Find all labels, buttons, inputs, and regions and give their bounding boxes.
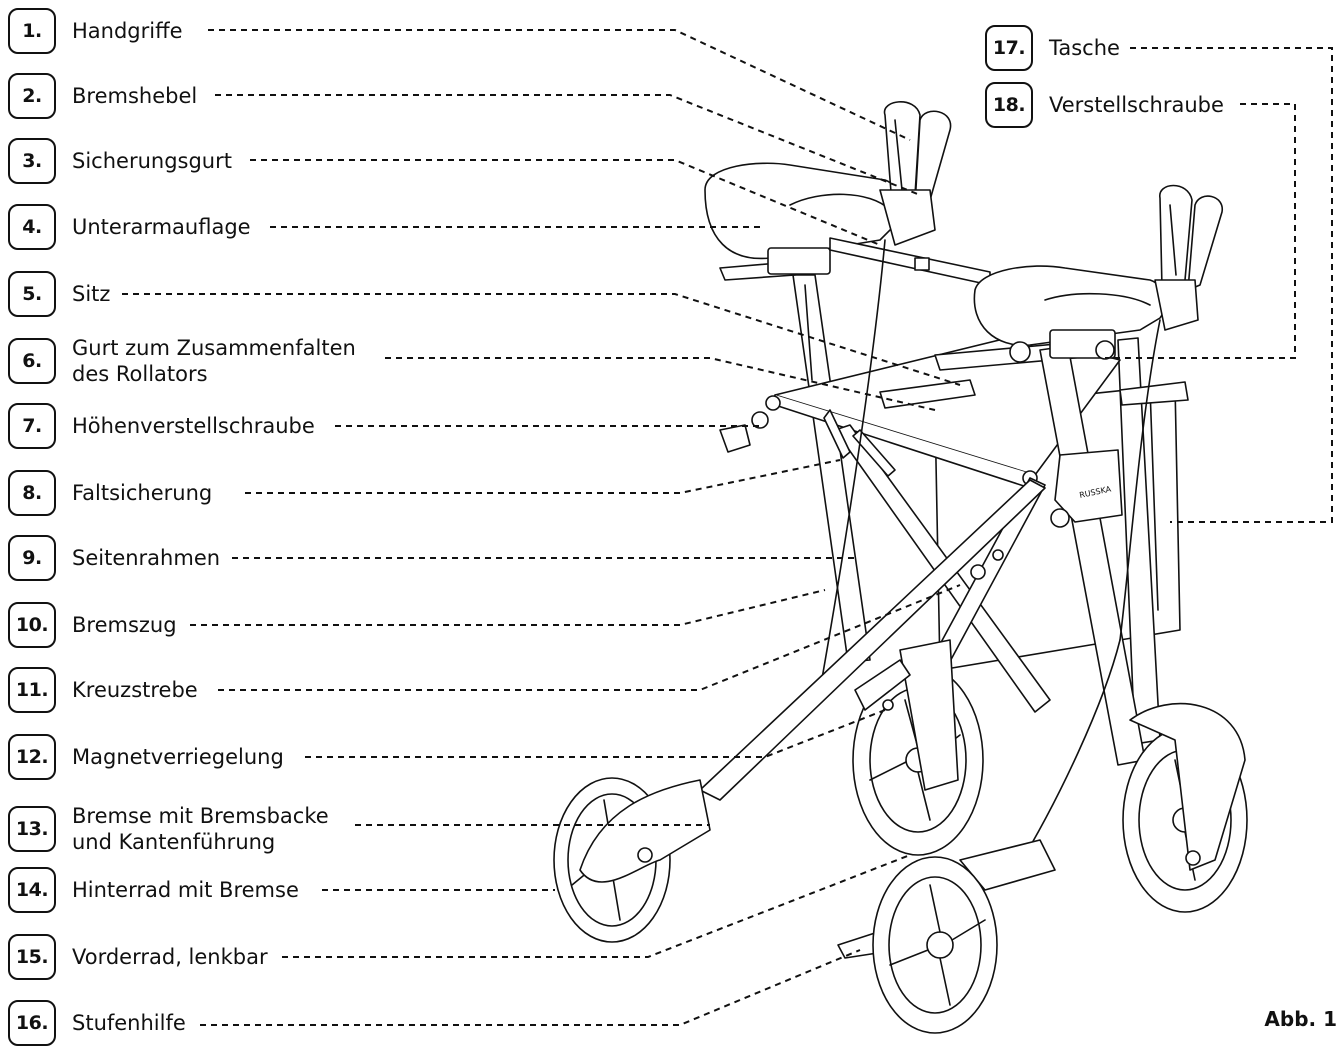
callout-line-6 xyxy=(385,357,936,411)
label-magnetverriegelung: 12. Magnetverriegelung xyxy=(8,734,284,780)
label-stufenhilfe: 16. Stufenhilfe xyxy=(8,1000,186,1046)
label-text: Sicherungsgurt xyxy=(72,149,232,173)
label-number: 15. xyxy=(8,934,56,980)
armrest-right xyxy=(973,265,1166,363)
callout-line-8 xyxy=(245,459,841,494)
label-text: Stufenhilfe xyxy=(72,1011,186,1035)
label-number: 14. xyxy=(8,867,56,913)
label-handgriffe: 1. Handgriffe xyxy=(8,8,183,54)
label-number: 18. xyxy=(985,82,1033,128)
label-number: 5. xyxy=(8,271,56,317)
label-faltsicherung: 8. Faltsicherung xyxy=(8,470,212,516)
label-kreuzstrebe: 11. Kreuzstrebe xyxy=(8,667,198,713)
label-number: 17. xyxy=(985,25,1033,71)
label-number: 4. xyxy=(8,204,56,250)
label-text: Verstellschraube xyxy=(1049,93,1224,117)
label-sitz: 5. Sitz xyxy=(8,271,110,317)
label-text: Hinterrad mit Bremse xyxy=(72,878,299,902)
handgrip-left xyxy=(879,101,952,246)
label-bremshebel: 2. Bremshebel xyxy=(8,73,197,119)
label-text: Vorderrad, lenkbar xyxy=(72,945,268,969)
label-tasche: 17. Tasche xyxy=(985,25,1120,71)
label-number: 13. xyxy=(8,806,56,852)
side-frame-right: RUSSKA xyxy=(1039,345,1146,766)
label-number: 11. xyxy=(8,667,56,713)
callout-line-1 xyxy=(208,29,911,141)
label-number: 1. xyxy=(8,8,56,54)
label-text: Handgriffe xyxy=(72,19,183,43)
callout-line-11 xyxy=(218,584,961,691)
front-wheel-left xyxy=(852,639,984,856)
label-text: Tasche xyxy=(1049,36,1120,60)
label-number: 12. xyxy=(8,734,56,780)
label-faltgurt: 6. Gurt zum Zusammenfalten des Rollators xyxy=(8,335,356,387)
label-text: Gurt zum Zusammenfalten des Rollators xyxy=(72,336,356,386)
label-text: Unterarmauflage xyxy=(72,215,251,239)
label-number: 3. xyxy=(8,138,56,184)
label-vorderrad: 15. Vorderrad, lenkbar xyxy=(8,934,268,980)
armrest-left xyxy=(704,162,991,286)
label-hinterrad: 14. Hinterrad mit Bremse xyxy=(8,867,299,913)
front-wheel-right xyxy=(872,839,1056,1034)
side-frame-left xyxy=(792,274,871,663)
label-unterarmauflage: 4. Unterarmauflage xyxy=(8,204,251,250)
label-number: 6. xyxy=(8,338,56,384)
label-text: Seitenrahmen xyxy=(72,546,221,570)
rear-wheel-right xyxy=(1122,702,1248,913)
label-sicherungsgurt: 3. Sicherungsgurt xyxy=(8,138,232,184)
label-text: Bremse mit Bremsbacke und Kantenführung xyxy=(72,804,329,854)
label-text: Magnetverriegelung xyxy=(72,745,284,769)
magnetic-lock xyxy=(854,659,911,711)
callout-line-5 xyxy=(122,293,961,386)
label-number: 10. xyxy=(8,602,56,648)
callout-line-18 xyxy=(1105,103,1296,359)
label-text: Kreuzstrebe xyxy=(72,678,198,702)
label-bremse: 13. Bremse mit Bremsbacke und Kantenführ… xyxy=(8,803,329,855)
label-text: Bremshebel xyxy=(72,84,198,108)
label-number: 9. xyxy=(8,535,56,581)
callout-line-12 xyxy=(305,709,886,758)
label-number: 8. xyxy=(8,470,56,516)
label-text: Bremszug xyxy=(72,613,177,637)
rear-left-leg xyxy=(579,479,1046,883)
label-number: 2. xyxy=(8,73,56,119)
label-text: Faltsicherung xyxy=(72,481,213,505)
label-number: 16. xyxy=(8,1000,56,1046)
folding-lock xyxy=(823,409,896,477)
callout-line-15 xyxy=(282,854,911,958)
callout-line-2 xyxy=(215,94,921,196)
label-text: Sitz xyxy=(72,282,111,306)
label-number: 7. xyxy=(8,403,56,449)
label-bremszug: 10. Bremszug xyxy=(8,602,177,648)
callout-line-10 xyxy=(190,589,826,626)
callout-line-3 xyxy=(250,159,881,246)
label-verstellschraube: 18. Verstellschraube xyxy=(985,82,1224,128)
handgrip-right xyxy=(1154,184,1223,331)
callout-line-17 xyxy=(1130,47,1333,523)
label-text: Höhenverstellschraube xyxy=(72,414,315,438)
label-hoehenverstellschraube: 7. Höhenverstellschraube xyxy=(8,403,315,449)
callout-line-16 xyxy=(200,949,861,1026)
label-seitenrahmen: 9. Seitenrahmen xyxy=(8,535,220,581)
figure-label: Abb. 1 xyxy=(1264,1007,1337,1031)
